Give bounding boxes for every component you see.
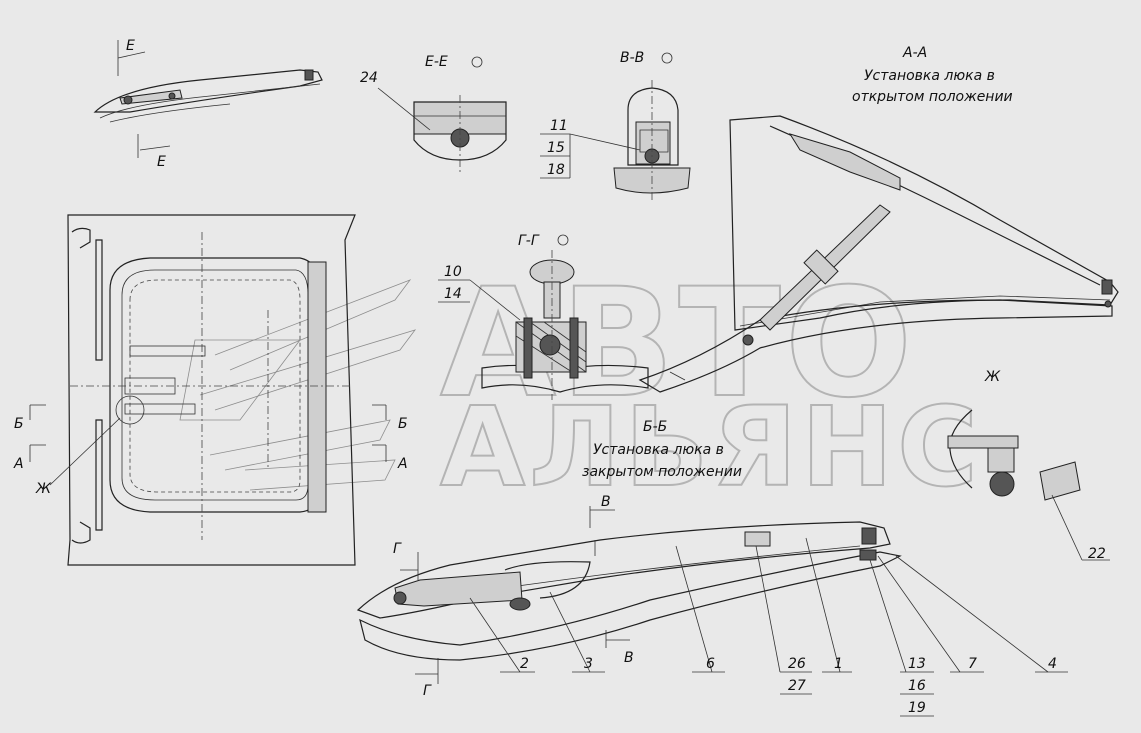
callout-numbers: 24 11 15 18 10 14 22 2 3 6 26 27 1 13 16… bbox=[360, 70, 1106, 716]
mark-v-bottom: В bbox=[624, 650, 634, 666]
callout-14: 14 bbox=[444, 286, 462, 302]
mark-e-top: Е bbox=[126, 38, 135, 54]
callout-15: 15 bbox=[547, 140, 565, 156]
section-vv bbox=[540, 52, 691, 200]
mark-g-top: Г bbox=[393, 541, 402, 557]
callout-24: 24 bbox=[360, 70, 378, 86]
callout-10: 10 bbox=[444, 264, 462, 280]
callout-2: 2 bbox=[520, 656, 529, 672]
mark-b-left: Б bbox=[14, 416, 24, 432]
mark-v-top: В bbox=[601, 494, 611, 510]
section-bb-closed bbox=[356, 506, 902, 684]
bb-caption-2: закрытом положении bbox=[582, 464, 742, 480]
mark-e-bottom: Е bbox=[157, 154, 166, 170]
vv-title: В-В bbox=[620, 50, 644, 66]
callout-16: 16 bbox=[908, 678, 926, 694]
rotation-icon bbox=[661, 52, 673, 64]
section-aa-open bbox=[638, 115, 1119, 393]
callout-4: 4 bbox=[1048, 656, 1057, 672]
section-gg bbox=[438, 234, 649, 400]
mark-a-right: А bbox=[397, 456, 408, 472]
callout-26: 26 bbox=[788, 656, 806, 672]
side-view-small bbox=[93, 40, 323, 158]
callout-22: 22 bbox=[1088, 546, 1106, 562]
aa-title: А-А bbox=[902, 45, 927, 61]
watermark-line2: АЛЬЯНС bbox=[440, 383, 982, 511]
watermark-logo-icon bbox=[179, 279, 417, 491]
callout-27: 27 bbox=[788, 678, 806, 694]
callout-19: 19 bbox=[908, 700, 926, 716]
section-ee bbox=[377, 56, 507, 172]
aa-caption-1: Установка люка в bbox=[864, 68, 995, 84]
section-titles: А-А Установка люка в открытом положении … bbox=[425, 45, 1013, 480]
callout-7: 7 bbox=[968, 656, 977, 672]
ee-title: Е-Е bbox=[425, 54, 448, 70]
zh-detail-title: Ж bbox=[984, 369, 1001, 385]
mark-g-bottom: Г bbox=[423, 683, 432, 699]
mark-zh-left: Ж bbox=[35, 481, 52, 497]
detail-zh bbox=[947, 409, 1110, 561]
gg-title: Г-Г bbox=[518, 233, 540, 249]
callout-13: 13 bbox=[908, 656, 926, 672]
plan-view bbox=[29, 214, 387, 566]
callout-18: 18 bbox=[547, 162, 565, 178]
section-marks: Е Е Б Б А А Ж В В Г Г bbox=[13, 38, 634, 699]
callout-1: 1 bbox=[834, 656, 843, 672]
aa-caption-2: открытом положении bbox=[852, 89, 1013, 105]
mark-a-left: А bbox=[13, 456, 24, 472]
rotation-icon bbox=[471, 56, 483, 68]
bb-caption-1: Установка люка в bbox=[593, 442, 724, 458]
mark-b-right: Б bbox=[398, 416, 408, 432]
bb-title: Б-Б bbox=[643, 419, 667, 435]
callout-3: 3 bbox=[584, 656, 593, 672]
leader-lines bbox=[469, 537, 1068, 717]
callout-6: 6 bbox=[706, 656, 715, 672]
watermark: АВТО АЛЬЯНС bbox=[179, 256, 982, 512]
callout-11: 11 bbox=[550, 118, 568, 134]
rotation-icon bbox=[557, 234, 569, 246]
